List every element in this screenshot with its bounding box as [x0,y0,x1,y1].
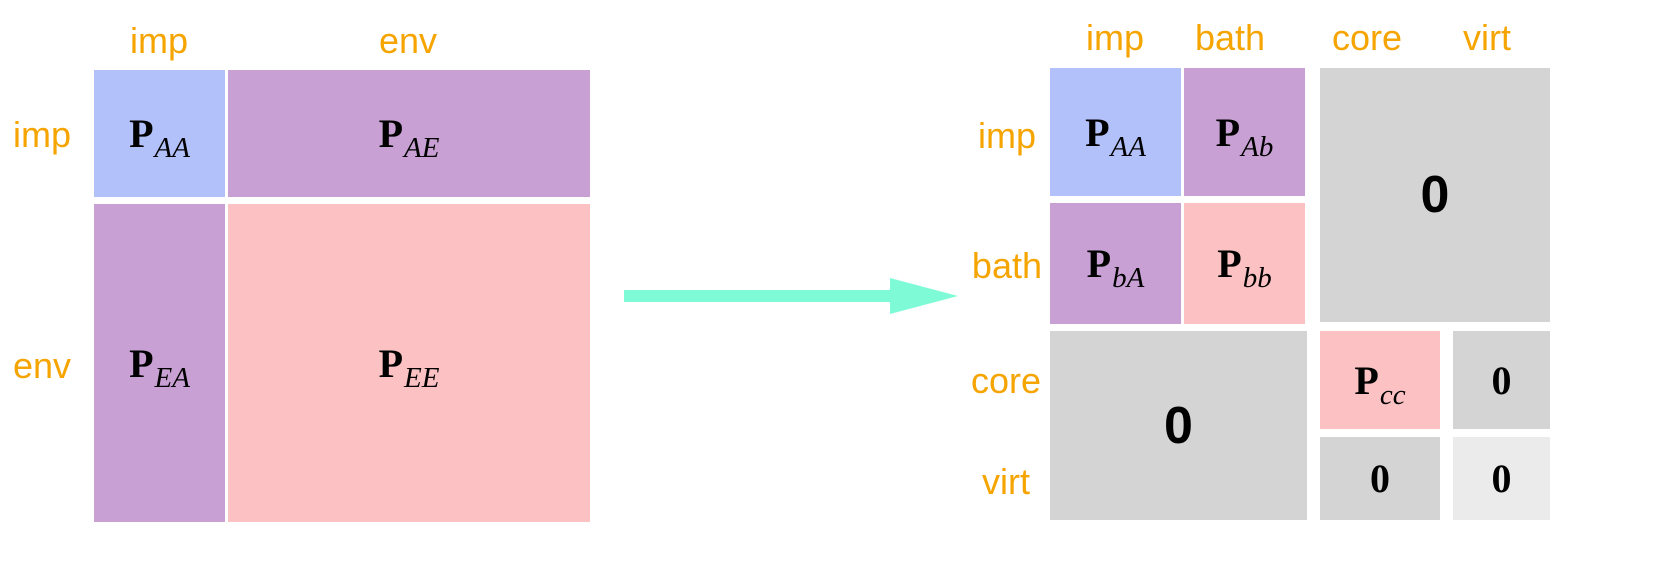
block-subscript: AE [404,132,440,164]
zero-value: 0 [1420,166,1450,224]
right-block-zero-virt-virt: 0 [1453,437,1550,520]
right-block-zero-core-virt: 0 [1453,331,1550,429]
right-block-PAA: PAA [1050,68,1181,196]
block-subscript: cc [1379,378,1406,411]
right-row-label-bath: bath [971,245,1042,286]
left-block-PAE: PAE [228,70,590,197]
block-symbol: P [1086,241,1112,286]
block-symbol: P [1354,357,1379,403]
right-row-label-imp: imp [977,115,1036,156]
block-symbol: P [378,111,403,156]
zero-value: 0 [1491,456,1512,501]
right-block-PAb: PAb [1184,68,1305,196]
right-block-Pbb: Pbb [1184,203,1305,324]
right-block-zero-bottom-left: 0 [1050,331,1307,520]
block-symbol: P [129,340,154,386]
right-block-PbA: PbA [1050,203,1181,324]
right-block-Pcc: Pcc [1320,331,1440,429]
block-symbol: P [129,111,154,156]
zero-value: 0 [1491,357,1512,403]
left-block-PEE: PEE [228,204,590,522]
left-row-label-imp: imp [12,114,71,155]
block-subscript: bb [1242,262,1272,294]
block-subscript: Ab [1241,130,1274,163]
left-col-label-env: env [378,20,438,61]
zero-value: 0 [1164,396,1193,455]
block-subscript: bA [1112,262,1145,294]
right-col-label-bath: bath [1194,17,1266,58]
right-block-zero-top-right: 0 [1320,68,1550,322]
block-subscript: AA [154,132,190,164]
right-col-label-virt: virt [1463,17,1511,58]
zero-value: 0 [1370,456,1390,501]
block-symbol: P [1217,241,1242,286]
block-symbol: P [378,340,403,386]
right-col-label-imp: imp [1085,17,1145,58]
block-subscript: EA [154,361,190,394]
right-row-label-core: core [970,360,1041,401]
left-row-label-env: env [12,345,71,386]
right-col-label-core: core [1331,17,1403,58]
block-subscript: EE [404,361,440,394]
block-symbol: P [1085,109,1110,155]
right-row-label-virt: virt [982,461,1030,502]
left-col-label-imp: imp [129,20,189,61]
right-block-zero-virt-core: 0 [1320,437,1440,520]
block-symbol: P [1215,109,1241,155]
left-block-PAA: PAA [94,70,225,197]
block-subscript: AA [1110,130,1146,163]
left-block-PEA: PEA [94,204,225,522]
